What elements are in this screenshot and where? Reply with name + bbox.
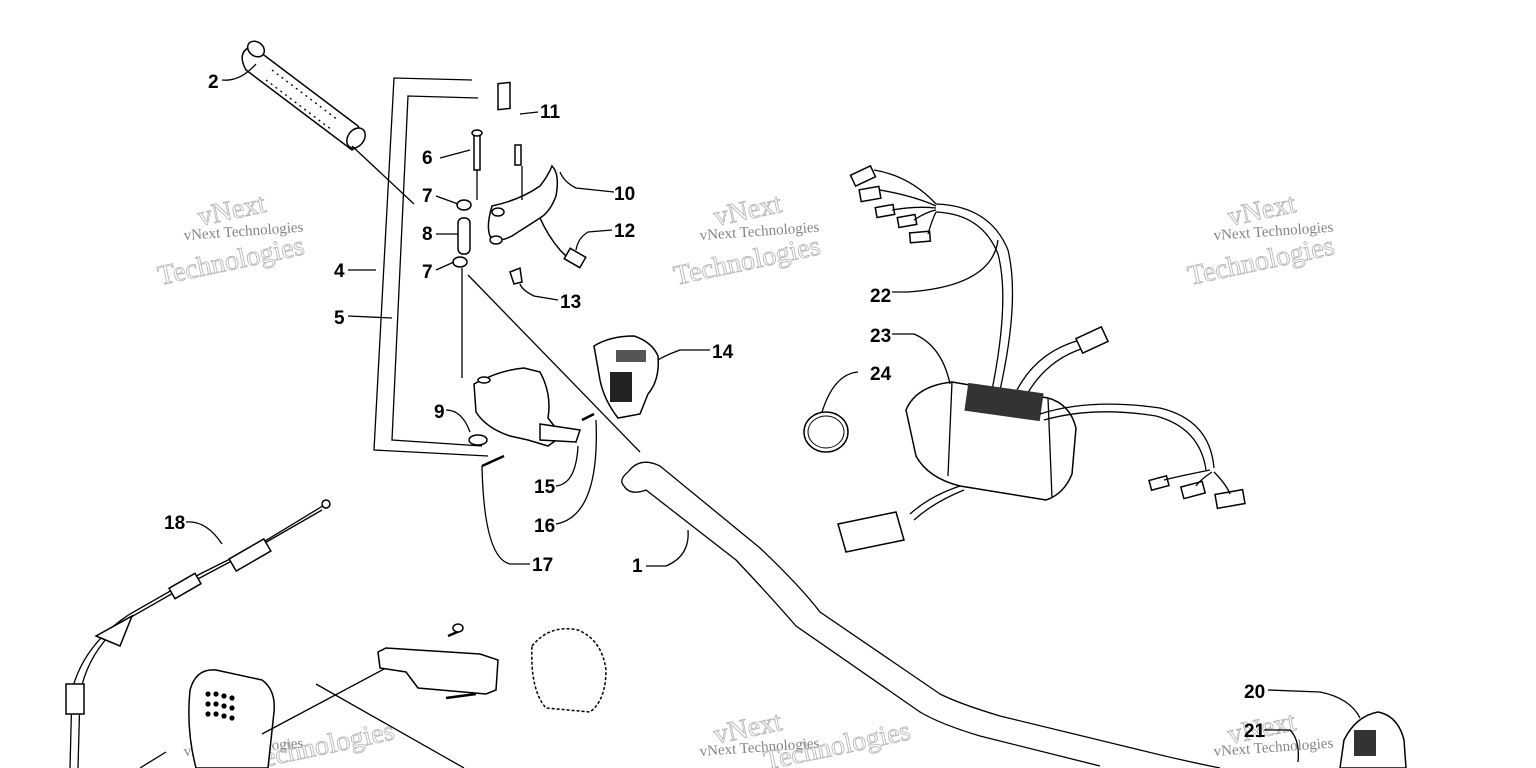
hand-guard-illustration: [139, 667, 465, 768]
callout-4: 4: [334, 261, 345, 282]
callout-7-lower: 7: [422, 262, 433, 283]
callout-23: 23: [870, 326, 891, 347]
throttle-housing-illustration: [468, 367, 595, 468]
handlebar-tube-illustration: [621, 461, 1221, 768]
mount-bracket-illustration: [377, 623, 607, 713]
callout-15: 15: [534, 477, 556, 498]
callout-8: 8: [422, 224, 433, 245]
assembly-brackets: [373, 77, 489, 457]
callout-24: 24: [870, 364, 892, 385]
callout-16: 16: [534, 516, 555, 537]
brake-lever-illustration: [452, 81, 641, 453]
watermark-top-right: vNext Technologies vNext Technologies: [1185, 188, 1338, 292]
callout-10: 10: [614, 184, 635, 205]
handlebar-switch-illustration: [593, 335, 660, 419]
callout-1: 1: [632, 556, 643, 577]
watermark-outline-text: Technologies: [761, 716, 913, 768]
handlebar-grip-illustration: [241, 40, 366, 151]
callout-2: 2: [208, 72, 219, 93]
callout-20: 20: [1244, 682, 1265, 703]
callout-11: 11: [540, 102, 561, 123]
callout-14: 14: [712, 342, 734, 363]
callout-12: 12: [614, 221, 635, 242]
wiring-harness-illustration: [837, 164, 1246, 553]
watermark-top-left: vNext Technologies vNext Technologies: [155, 188, 308, 292]
watermark-bottom-right: vNext Technologies vNext: [1213, 706, 1334, 760]
throttle-cable-illustration: [65, 499, 331, 768]
right-switch-illustration: [1339, 711, 1407, 768]
callout-22: 22: [870, 286, 891, 307]
callout-18: 18: [164, 513, 185, 534]
callout-13: 13: [560, 292, 581, 313]
leader-lines: [185, 63, 1361, 763]
callout-17: 17: [532, 555, 553, 576]
callout-9: 9: [434, 402, 445, 423]
hose-clamp-illustration: [803, 411, 849, 453]
callout-5: 5: [334, 308, 345, 329]
watermark-top-center: vNext Technologies vNext Technologies: [671, 188, 824, 292]
watermark-bottom-center: vNext Technologies vNext Technologies: [699, 706, 913, 768]
callout-7-upper: 7: [422, 186, 433, 207]
callout-21: 21: [1244, 721, 1266, 742]
callout-6: 6: [422, 148, 433, 169]
callout-labels: 2 6 7 8 7 4 5 9 11 10 12 13 14 15 16 17 …: [164, 72, 1266, 742]
